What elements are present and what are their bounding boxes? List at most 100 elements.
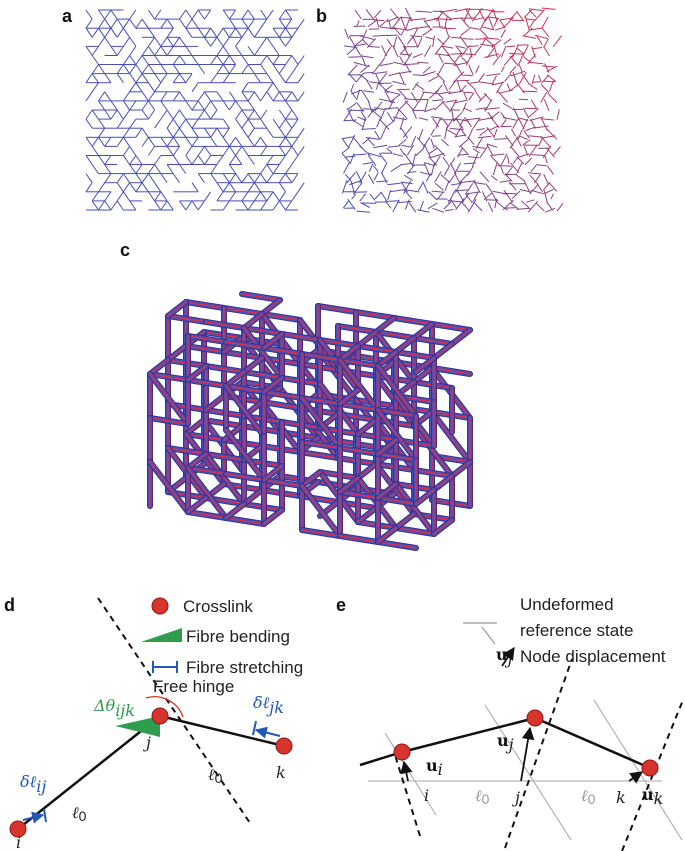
- tube-edge: [375, 437, 399, 457]
- dashed-fibre-line: [97, 597, 251, 824]
- network-edge: [522, 35, 536, 39]
- network-edge: [390, 93, 401, 102]
- network-edge: [453, 53, 462, 64]
- network-edge: [552, 145, 561, 156]
- network-edge: [500, 17, 511, 21]
- network-edge: [544, 207, 556, 213]
- network-edge: [399, 53, 411, 56]
- network-edge: [291, 91, 299, 102]
- network-edge: [541, 7, 556, 10]
- network-edge: [197, 27, 205, 38]
- network-edge: [453, 99, 468, 104]
- tube-edge: [393, 511, 417, 531]
- network-edge: [135, 55, 143, 65]
- network-edge: [556, 109, 560, 120]
- network-edge: [392, 80, 407, 86]
- network-edge: [387, 182, 402, 186]
- network-edge: [241, 91, 249, 102]
- network-edge: [543, 173, 549, 185]
- tube-edge: [223, 427, 267, 483]
- tube-edge: [299, 395, 343, 451]
- network-edge: [235, 46, 243, 56]
- network-edge: [241, 18, 249, 29]
- network-edge: [204, 109, 212, 120]
- network-edge: [425, 36, 435, 40]
- network-edge: [362, 55, 374, 59]
- tube-edge: [221, 423, 245, 443]
- network-edge: [154, 191, 162, 202]
- network-edge: [372, 34, 389, 37]
- tube-edge: [261, 477, 305, 489]
- network-edge: [441, 27, 456, 30]
- network-edge: [461, 201, 470, 211]
- fibre-bending-icon: [141, 628, 182, 642]
- network-edge: [356, 20, 360, 27]
- network-edge: [510, 162, 519, 173]
- network-edge: [241, 127, 249, 138]
- network-edge: [345, 174, 352, 182]
- network-edge: [465, 53, 473, 66]
- network-edge: [444, 126, 448, 140]
- network-edge: [404, 174, 413, 181]
- network-edge: [552, 35, 563, 48]
- network-edge: [403, 46, 410, 58]
- network-edge: [141, 173, 149, 183]
- network-edge: [472, 118, 480, 129]
- network-edge: [228, 55, 237, 65]
- network-edge: [122, 64, 131, 74]
- network-edge: [490, 155, 501, 166]
- network-edge: [456, 46, 463, 55]
- network-edge: [378, 152, 387, 163]
- network-edge: [98, 9, 106, 20]
- network-edge: [160, 191, 168, 202]
- network-edge: [104, 27, 112, 38]
- network-edge: [141, 182, 149, 193]
- network-edge: [415, 10, 432, 13]
- network-edge: [291, 191, 299, 202]
- network-edge: [403, 189, 413, 200]
- stretch-marker-ij: [22, 808, 47, 824]
- network-edge: [154, 200, 162, 211]
- network-edge: [493, 128, 498, 138]
- network-edge: [154, 182, 162, 193]
- network-edge: [422, 181, 429, 194]
- network-edge: [356, 43, 366, 47]
- panel-label-d: d: [4, 595, 15, 615]
- panel-label-a: a: [62, 6, 73, 26]
- network-edge: [272, 64, 280, 74]
- network-edge: [160, 37, 168, 47]
- network-edge: [104, 9, 112, 20]
- network-edge: [442, 35, 451, 46]
- network-edge: [465, 183, 474, 194]
- tube-edge: [375, 481, 399, 501]
- network-edge: [135, 155, 143, 165]
- network-edge: [538, 136, 544, 147]
- network-edge: [253, 173, 262, 183]
- network-edge: [518, 98, 529, 101]
- network-edge: [135, 164, 143, 174]
- crosslink-node-j: [151, 707, 169, 725]
- node-i-label: i: [16, 833, 21, 851]
- network-edge: [135, 173, 143, 183]
- network-edge: [457, 80, 462, 92]
- network-edge: [210, 73, 218, 83]
- network-edge: [104, 73, 112, 83]
- network-edge: [228, 18, 237, 29]
- network-edge: [536, 164, 547, 167]
- network-edge: [228, 137, 237, 147]
- tube-edge: [223, 501, 247, 521]
- tube-edge: [241, 369, 285, 381]
- tube-edge: [411, 365, 435, 385]
- network-edge: [411, 153, 416, 167]
- network-edge: [546, 147, 556, 158]
- network-edge: [422, 71, 436, 76]
- network-edge: [531, 189, 544, 195]
- network-edge: [266, 127, 274, 138]
- network-edge: [373, 144, 388, 149]
- network-edge: [253, 73, 262, 83]
- network-edge: [154, 46, 162, 56]
- network-edge: [135, 82, 143, 93]
- network-edge: [235, 146, 243, 156]
- network-edge: [408, 202, 417, 213]
